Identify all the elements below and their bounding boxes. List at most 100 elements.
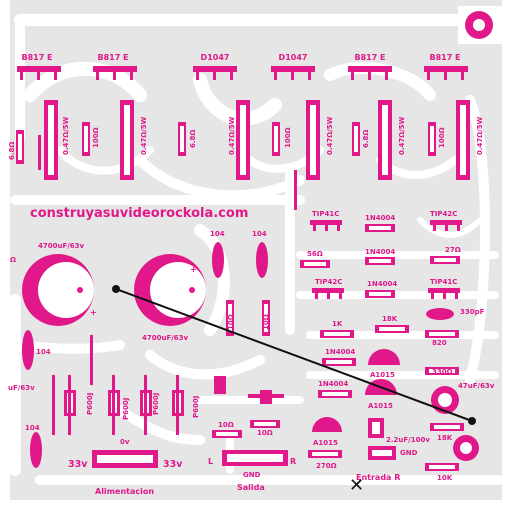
polarity-plus: + [190,265,197,274]
electrolytic-capacitor-left [22,254,94,326]
salida-label: Salida [237,483,265,492]
film-cap-label: P600J [122,398,130,420]
gnd-label: GND [243,471,261,479]
diode-label: 1N4004 [325,348,355,356]
resistor-label: 6.8Ω [8,142,16,160]
film-cap-label: P600J [86,393,94,415]
capacitor-2-2uf [368,418,384,438]
diamond-pads [214,376,284,404]
capacitor-label: 4700uF/63v [38,242,85,250]
film-capacitors [52,335,184,435]
power-connector [92,450,158,468]
output-pad [453,435,479,461]
alimentacion-label: Alimentacion [95,487,154,496]
transistor-label: D1047 [279,53,308,62]
entrada-label: Entrada R [356,473,400,482]
cross-marker: ✕ [349,475,364,496]
resistor-label: 100Ω [92,127,100,148]
input-connector [368,446,396,460]
diode-label: 1N4004 [365,214,395,222]
output-l-label: L [208,457,213,466]
capacitor-label: 330pF [460,308,485,316]
resistor-label: 10K [437,474,453,482]
resistor-label: 6.8Ω [189,130,197,148]
capacitor-label: 104 [25,424,40,432]
output-connector [222,450,288,466]
resistor-label: 18K [437,434,453,442]
capacitor-label: 104 [210,230,225,238]
electrolytic-capacitor-right [134,254,206,326]
measurement-line [112,285,476,425]
top-transistor-footprints [17,66,468,80]
transistor-label: B817 E [429,53,460,62]
small-resistors-top [16,122,436,210]
transistor-label: D1047 [201,53,230,62]
capacitor-label: 104 [36,348,51,356]
resistor-label: 330Ω [432,368,453,376]
resistor-label: 100Ω [438,127,446,148]
line-end-dot [468,417,476,425]
tip42c-label: TIP42C [430,210,457,218]
resistor-label: 10Ω [257,429,273,437]
tip-transistors [310,220,462,299]
diode-label: 1N4004 [318,380,348,388]
diode-label: 1N4004 [365,248,395,256]
voltage-label: 0v [120,438,130,446]
resistor-label: 10Ω [218,421,234,429]
capacitor-label: 2.2uF/100v [386,436,430,444]
resistor-label: 100Ω [284,127,292,148]
resistor-label: 0.47Ω/5W [476,116,484,155]
a1015-label: A1015 [370,371,395,379]
diode-label: 1N4004 [367,280,397,288]
capacitor-label: uF/63v [8,384,35,392]
horizontal-components [212,224,464,471]
resistor-label: Ω [10,256,16,264]
tip42c-label: TIP42C [315,278,342,286]
a1015-label: A1015 [313,439,338,447]
vertical-resistors-center [226,300,270,336]
resistor-label: 270Ω [316,462,337,470]
resistor-label: 0.47Ω/5W [326,116,334,155]
gnd-label: GND [400,449,418,457]
transistor-label: B817 E [354,53,385,62]
polarity-plus: + [90,308,97,317]
output-r-label: R [290,457,296,466]
website-label: construyasuvideorockola.com [30,206,248,221]
resistor-label: 0.47Ω/5W [398,116,406,155]
resistor-label: 0.47Ω/5W [140,116,148,155]
resistor-label: 27Ω [445,246,461,254]
resistor-label: 0.47Ω/5W [228,116,236,155]
capacitor-label: 4700uF/63v [142,334,189,342]
transistor-label: B817 E [97,53,128,62]
film-cap-label: P600J [152,393,160,415]
resistor-label: 10Ω [262,314,270,330]
tip41c-label: TIP41C [430,278,457,286]
transistor-label: B817 E [21,53,52,62]
capacitor-label: 104 [252,230,267,238]
tip41c-label: TIP41C [312,210,339,218]
resistor-label: 56Ω [307,250,323,258]
resistor-label: 10Ω [227,314,235,330]
power-resistor-labels: 0.47Ω/5W 0.47Ω/5W 0.47Ω/5W 0.47Ω/5W 0.47… [62,116,484,155]
resistor-label: 18K [382,315,398,323]
resistor-label: 1K [332,320,343,328]
resistor-label: 820 [432,339,447,347]
power-resistors [44,100,470,180]
ceramic-capacitors [22,242,268,468]
ceramic-capacitor [426,308,454,320]
mounting-hole [458,6,502,44]
copper-traces [9,14,505,485]
small-resistor-labels: 6.8Ω 100Ω 6.8Ω 100Ω 6.8Ω 100Ω [8,127,446,160]
line-start-dot [112,285,120,293]
resistor-label: 0.47Ω/5W [62,116,70,155]
voltage-label: 33v [68,459,88,470]
film-cap-label: P600J [192,396,200,418]
voltage-label: 33v [163,459,183,470]
capacitor-label: 47uF/63v [458,382,495,390]
a1015-label: A1015 [368,402,393,410]
top-transistor-labels: B817 E B817 E D1047 D1047 B817 E B817 E [21,53,460,62]
resistor-label: 6.8Ω [362,130,370,148]
electrolytic-capacitor-small [431,386,459,414]
